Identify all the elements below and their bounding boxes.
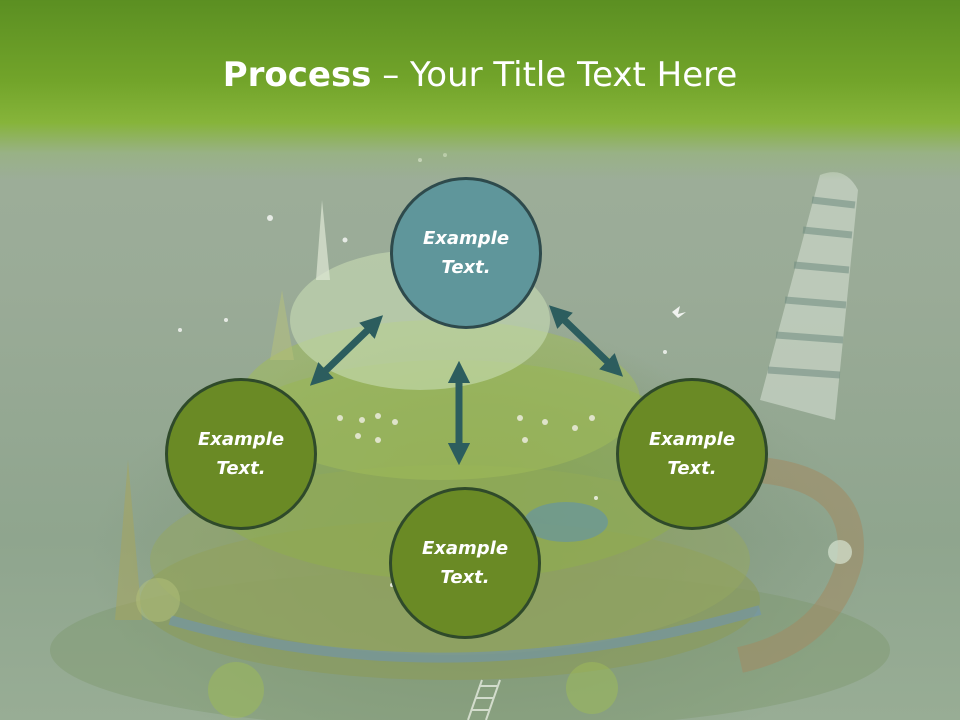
process-node-top: Example Text. [390,177,542,329]
process-node-right: Example Text. [616,378,768,530]
slide-title: Process – Your Title Text Here [0,52,960,98]
title-bold: Process [222,55,372,95]
title-bar: Process – Your Title Text Here [0,0,960,180]
process-node-bottom: Example Text. [389,487,541,639]
arrow-top-left [309,315,384,386]
arrow-top-right [548,305,624,377]
title-rest: – Your Title Text Here [371,55,738,95]
process-node-left: Example Text. [165,378,317,530]
